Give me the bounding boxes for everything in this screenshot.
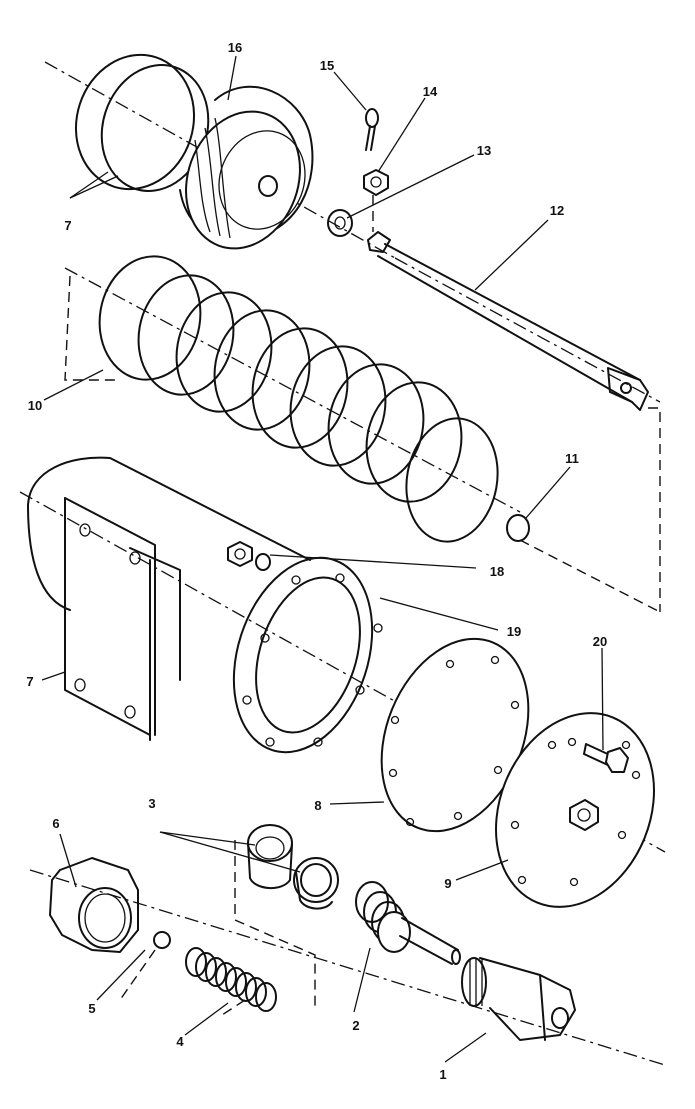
callout-7-housing: 7	[26, 674, 33, 689]
part-7-housing	[27, 456, 311, 741]
part-15-cotter-pin	[365, 108, 379, 151]
part-20-bolt	[583, 743, 629, 773]
callout-2: 2	[352, 1018, 359, 1033]
part-12-rod	[367, 231, 649, 411]
callout-1: 1	[439, 1067, 446, 1082]
callout-13: 13	[477, 143, 491, 158]
part-10-spring	[98, 255, 499, 543]
callout-5: 5	[88, 1001, 95, 1016]
callout-18: 18	[490, 564, 504, 579]
callout-12: 12	[550, 203, 564, 218]
callout-19: 19	[507, 624, 521, 639]
callout-11: 11	[565, 451, 579, 466]
callout-20: 20	[593, 634, 607, 649]
callout-9: 9	[444, 876, 451, 891]
callout-4: 4	[176, 1034, 184, 1049]
part-3-bushings	[247, 824, 339, 910]
callout-14: 14	[423, 84, 438, 99]
part-11-clip	[506, 514, 530, 542]
part-14-castle-nut	[363, 169, 389, 196]
assembly-guides	[64, 195, 661, 1016]
callout-6: 6	[52, 816, 59, 831]
part-1-fitting	[461, 957, 576, 1041]
callout-3: 3	[148, 796, 155, 811]
leader-lines	[41, 55, 604, 1063]
part-13-washer	[327, 209, 353, 237]
callout-16: 16	[228, 40, 242, 55]
callout-15: 15	[320, 58, 334, 73]
part-18-nut-washer	[227, 541, 271, 571]
part-4-small-spring	[185, 947, 277, 1012]
callout-8: 8	[314, 798, 321, 813]
part-5-ball	[153, 931, 171, 949]
callout-labels: 16 15 14 13 12 7 10 11 18 19 20 7 8 3 6 …	[26, 40, 607, 1082]
callout-7-top: 7	[64, 218, 71, 233]
part-16-piston	[179, 85, 314, 250]
callout-10: 10	[28, 398, 42, 413]
part-8-gasket	[380, 637, 530, 833]
part-6-end-cap	[49, 857, 139, 953]
part-19-flange-ring	[232, 556, 383, 754]
part-2-plunger	[355, 881, 461, 965]
